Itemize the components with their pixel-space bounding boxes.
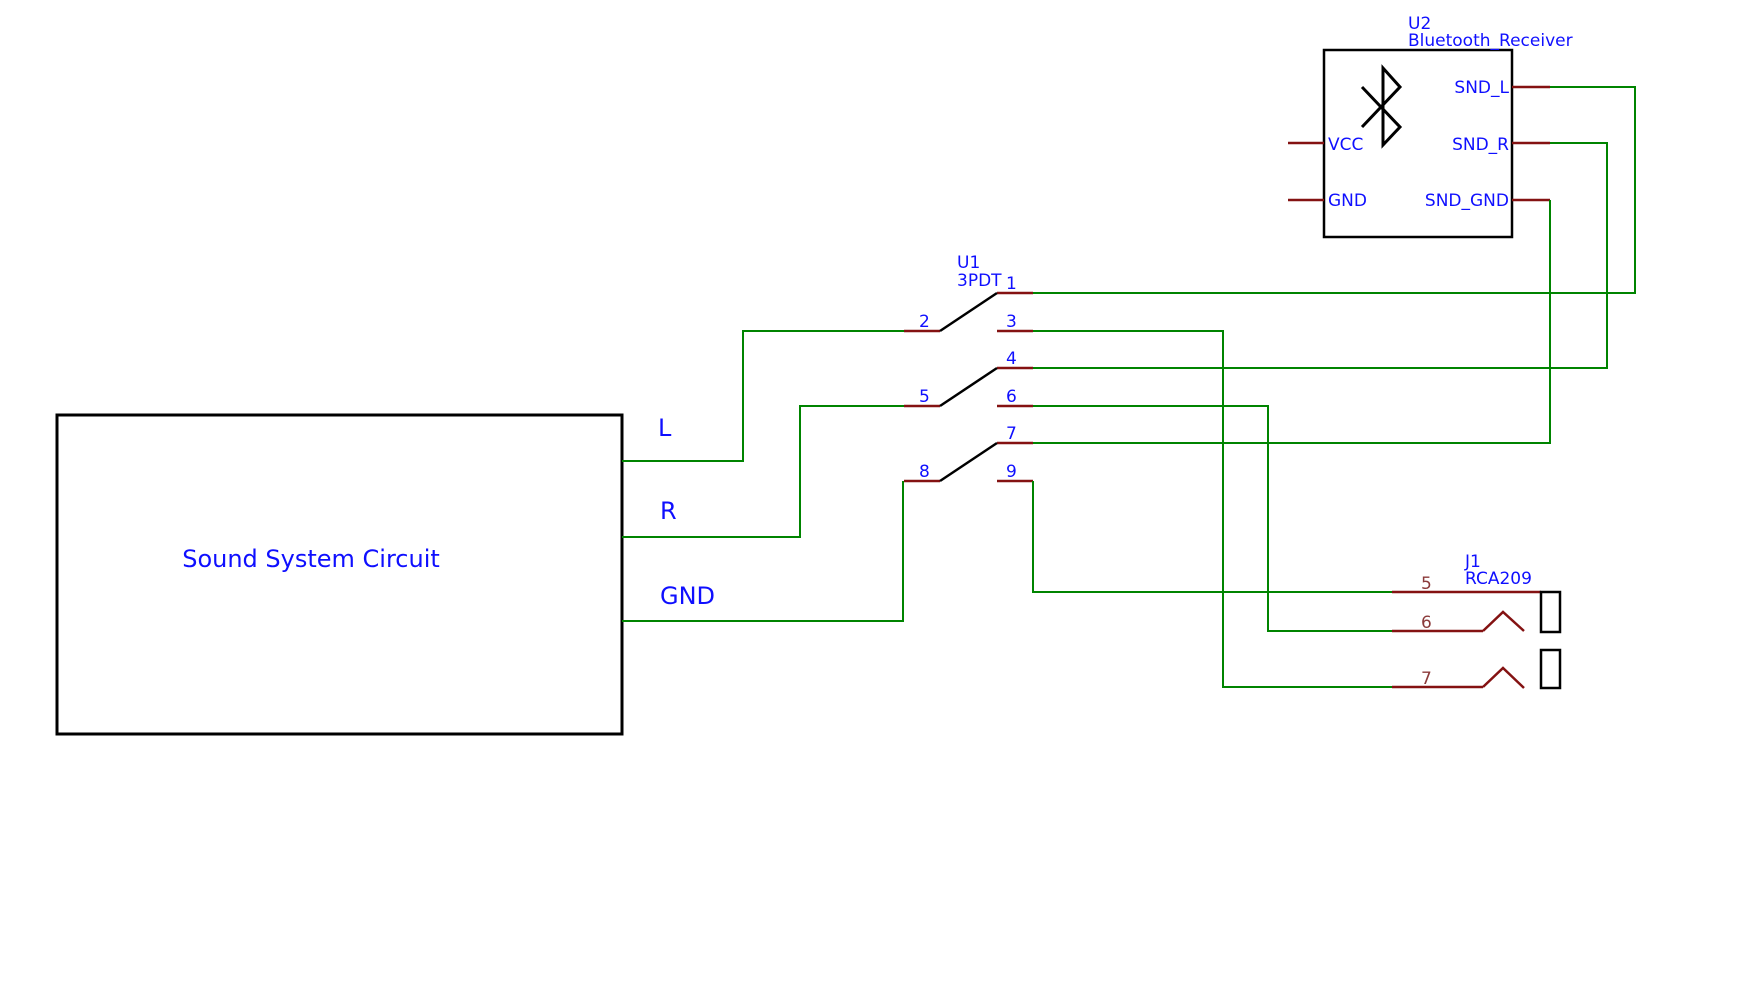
j1-pin-number-5: 5 — [1421, 574, 1432, 594]
wire-u1-pin6-to-j1-pin6[interactable] — [1033, 405, 1392, 632]
component-u1-3pdt-switch[interactable]: U1 3PDT 1 2 3 4 5 6 7 8 9 — [904, 253, 1033, 483]
j1-ref: J1 — [1464, 552, 1481, 572]
u1-pin-number-5: 5 — [919, 387, 930, 407]
sound-box-label: Sound System Circuit — [182, 545, 440, 573]
u1-pole3-arm — [939, 441, 998, 483]
u2-ref: U2 — [1408, 14, 1431, 34]
component-u2-bluetooth-receiver[interactable]: U2 Bluetooth_Receiver VCC GND SND_L SND_… — [1288, 14, 1573, 239]
wire-u1-pin3-to-j1-pin7[interactable] — [1033, 330, 1392, 688]
u1-pin-number-7: 7 — [1006, 424, 1017, 444]
u2-value: Bluetooth_Receiver — [1408, 31, 1573, 51]
port-label-gnd: GND — [660, 582, 715, 610]
j1-value: RCA209 — [1465, 569, 1532, 589]
u1-pin-number-4: 4 — [1006, 349, 1017, 369]
wire-r-to-u1-pin5[interactable] — [622, 405, 904, 538]
port-label-l: L — [658, 414, 672, 442]
wire-u1-pin4-to-snd-r[interactable] — [1033, 142, 1608, 369]
u2-pin-label-gnd: GND — [1328, 191, 1367, 211]
wire-u1-pin7-to-snd-gnd[interactable] — [1033, 200, 1551, 444]
u1-pole2-arm — [939, 366, 998, 408]
wires — [622, 86, 1636, 688]
u1-pole1-arm — [939, 291, 998, 333]
u2-pin-label-snd-gnd: SND_GND — [1425, 191, 1509, 211]
component-j1-rca209[interactable]: J1 RCA209 5 6 7 — [1392, 552, 1562, 690]
u1-ref: U1 — [957, 253, 980, 273]
u1-pin-number-9: 9 — [1006, 462, 1017, 482]
u1-pin-number-3: 3 — [1006, 312, 1017, 332]
u1-pin-number-8: 8 — [919, 462, 930, 482]
wire-gnd-to-u1-pin8[interactable] — [622, 481, 904, 622]
u2-pin-label-snd-r: SND_R — [1452, 135, 1509, 155]
u2-pin-label-vcc: VCC — [1328, 135, 1363, 155]
j1-jack-barrel-top — [1539, 590, 1562, 634]
u1-pin-number-1: 1 — [1006, 274, 1017, 294]
j1-jack-barrel-bottom — [1539, 648, 1562, 690]
bluetooth-icon — [1360, 64, 1403, 149]
j1-pin-6-contact — [1482, 610, 1525, 632]
u1-pin-number-6: 6 — [1006, 387, 1017, 407]
sound-box-outline — [55, 413, 624, 736]
j1-pin-7-contact — [1482, 666, 1525, 689]
u1-pin-number-2: 2 — [919, 312, 930, 332]
port-label-r: R — [660, 497, 677, 525]
j1-pin-number-7: 7 — [1421, 669, 1432, 689]
j1-pin-number-6: 6 — [1421, 613, 1432, 633]
component-sound-system-circuit[interactable]: Sound System Circuit L R GND — [55, 413, 715, 736]
wire-u1-pin1-to-snd-l[interactable] — [1033, 86, 1636, 294]
u1-value: 3PDT — [957, 271, 1002, 291]
wire-l-to-u1-pin2[interactable] — [622, 330, 904, 462]
u2-pin-label-snd-l: SND_L — [1454, 78, 1509, 98]
wire-u1-pin9-to-j1-pin5[interactable] — [1032, 481, 1392, 593]
